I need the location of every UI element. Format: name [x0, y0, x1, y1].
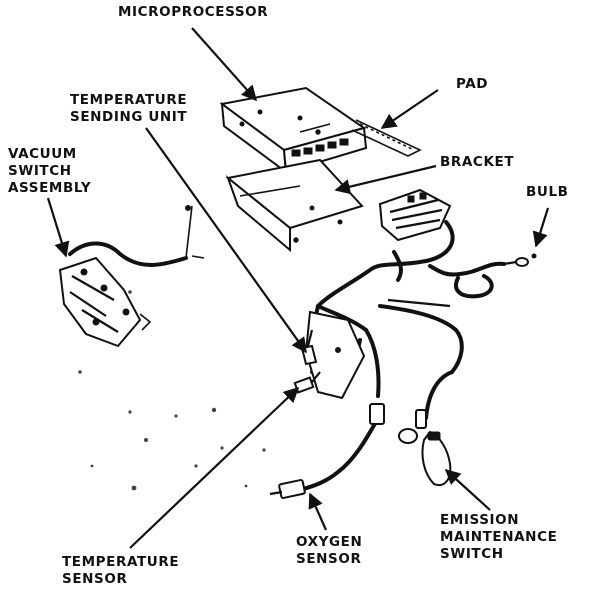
arrow-oxygen-sensor	[308, 492, 328, 531]
label-pad: PAD	[456, 76, 489, 92]
arrow-bracket	[334, 164, 437, 195]
arrow-microprocessor	[191, 27, 258, 102]
microprocessor-unit	[219, 86, 368, 175]
label-microprocessor: MICROPROCESSOR	[118, 4, 269, 20]
emission-maintenance-switch	[398, 370, 454, 486]
label-vacuum-switch-assembly: VACUUM SWITCH ASSEMBLY	[8, 146, 92, 196]
vacuum-switch-assembly	[58, 205, 205, 374]
arrow-pad	[380, 89, 439, 129]
label-bulb: BULB	[526, 184, 569, 200]
pad	[351, 119, 422, 157]
leader-lines	[46, 27, 550, 549]
bulb	[503, 253, 537, 267]
arrow-temperature-sending-unit	[145, 127, 307, 354]
label-emission-maintenance-switch: EMISSION MAINTENANCE SWITCH	[440, 512, 558, 562]
background-specks	[90, 407, 266, 491]
arrow-temperature-sensor	[129, 386, 300, 549]
label-oxygen-sensor: OXYGEN SENSOR	[296, 534, 363, 567]
harness-clip	[304, 310, 366, 400]
label-temperature-sending-unit: TEMPERATURE SENDING UNIT	[70, 92, 188, 125]
label-bracket: BRACKET	[440, 154, 515, 170]
arrow-emission-switch	[444, 468, 491, 511]
oxygen-sensor	[269, 403, 385, 499]
bracket	[225, 158, 364, 253]
temperature-sensor	[293, 371, 321, 394]
arrow-bulb	[532, 207, 550, 248]
label-temperature-sensor: TEMPERATURE SENSOR	[62, 554, 180, 587]
harness-connector-block	[378, 188, 452, 242]
arrow-vacuum-switch	[46, 197, 70, 258]
